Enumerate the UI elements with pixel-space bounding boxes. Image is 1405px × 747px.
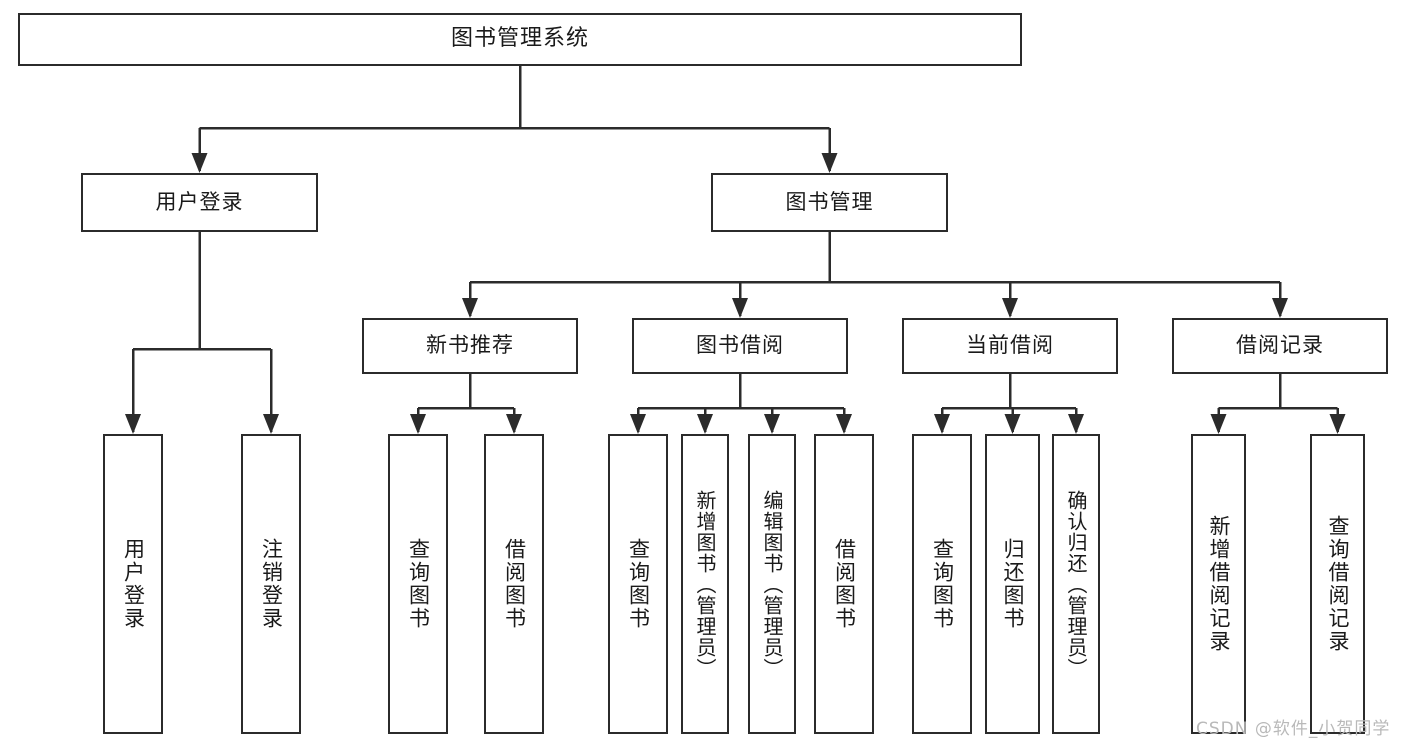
node-leaf-borrow-book-1-label: 借阅图书 [502, 538, 527, 630]
node-leaf-borrow-book-2[interactable]: 借阅图书 [814, 434, 874, 734]
node-leaf-edit-book-label: 编辑图书（管理员） [760, 489, 784, 679]
node-leaf-logout[interactable]: 注销登录 [241, 434, 301, 734]
node-leaf-edit-book[interactable]: 编辑图书（管理员） [748, 434, 796, 734]
node-leaf-add-book-label: 新增图书（管理员） [693, 489, 717, 679]
node-leaf-borrow-book-1[interactable]: 借阅图书 [484, 434, 544, 734]
node-leaf-add-record[interactable]: 新增借阅记录 [1191, 434, 1246, 734]
node-leaf-query-book-1[interactable]: 查询图书 [388, 434, 448, 734]
node-leaf-add-book[interactable]: 新增图书（管理员） [681, 434, 729, 734]
node-leaf-return-book[interactable]: 归还图书 [985, 434, 1040, 734]
node-current-borrow[interactable]: 当前借阅 [902, 318, 1118, 374]
node-leaf-add-record-label: 新增借阅记录 [1206, 515, 1231, 653]
node-leaf-query-book-1-label: 查询图书 [406, 538, 431, 630]
node-leaf-query-book-3-label: 查询图书 [930, 538, 955, 630]
node-user-login-label: 用户登录 [155, 189, 244, 214]
node-leaf-confirm-return[interactable]: 确认归还（管理员） [1052, 434, 1100, 734]
node-user-login[interactable]: 用户登录 [81, 173, 318, 232]
node-leaf-user-login[interactable]: 用户登录 [103, 434, 163, 734]
node-new-book-recommendation-label: 新书推荐 [426, 333, 514, 358]
node-leaf-query-book-3[interactable]: 查询图书 [912, 434, 972, 734]
node-current-borrow-label: 当前借阅 [966, 333, 1054, 358]
node-book-manage-label: 图书管理 [785, 189, 874, 214]
node-leaf-borrow-book-2-label: 借阅图书 [832, 538, 857, 630]
node-leaf-query-book-2[interactable]: 查询图书 [608, 434, 668, 734]
node-book-borrow[interactable]: 图书借阅 [632, 318, 848, 374]
node-book-borrow-label: 图书借阅 [696, 333, 784, 358]
node-borrow-record[interactable]: 借阅记录 [1172, 318, 1388, 374]
node-borrow-record-label: 借阅记录 [1236, 333, 1324, 358]
node-leaf-query-record[interactable]: 查询借阅记录 [1310, 434, 1365, 734]
node-leaf-return-book-label: 归还图书 [1000, 538, 1025, 630]
node-new-book-recommendation[interactable]: 新书推荐 [362, 318, 578, 374]
node-leaf-confirm-return-label: 确认归还（管理员） [1064, 489, 1088, 679]
watermark: CSDN @软件_小贺同学 [1196, 719, 1391, 739]
node-leaf-query-book-2-label: 查询图书 [626, 538, 651, 630]
node-leaf-user-login-label: 用户登录 [121, 538, 146, 630]
node-root-label: 图书管理系统 [450, 26, 589, 52]
node-leaf-query-record-label: 查询借阅记录 [1325, 515, 1350, 653]
node-root[interactable]: 图书管理系统 [18, 13, 1022, 66]
node-leaf-logout-label: 注销登录 [259, 538, 284, 630]
node-book-manage[interactable]: 图书管理 [711, 173, 948, 232]
